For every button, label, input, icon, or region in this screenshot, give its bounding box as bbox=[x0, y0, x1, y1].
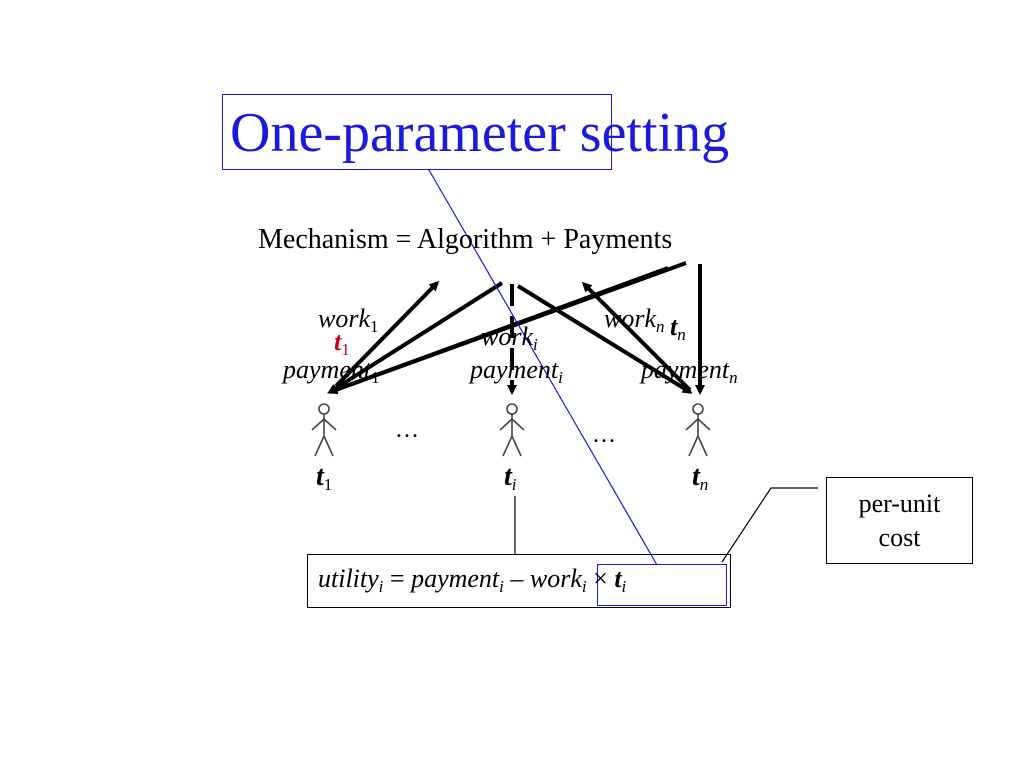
work-times-type-highlight-box bbox=[597, 564, 727, 606]
title-rest-word: setting bbox=[579, 102, 730, 164]
arrow-algorithm-to-agent-1 bbox=[327, 281, 504, 394]
mechanism-equation: Mechanism = Algorithm + Payments bbox=[258, 224, 673, 255]
slide-title: One-parameter setting bbox=[230, 98, 729, 168]
payment-label-n: paymentn bbox=[641, 355, 738, 387]
utility-formula: utilityi = paymenti – worki × ti bbox=[318, 564, 627, 596]
ellipsis-right: … bbox=[592, 422, 616, 448]
work-label-1: work1 bbox=[318, 304, 379, 336]
connector-callout bbox=[721, 487, 818, 563]
agent-i-person-icon bbox=[499, 403, 525, 457]
arrow-agent-1-to-payments bbox=[329, 261, 687, 394]
work-label-n: workn bbox=[604, 304, 665, 336]
title-boxed-word: One-parameter bbox=[230, 102, 566, 164]
agent-n-person-icon bbox=[685, 403, 711, 457]
blue-leader-line bbox=[428, 169, 658, 566]
per-unit-cost-callout: per-unit cost bbox=[826, 477, 973, 564]
callout-line-1: per-unit bbox=[858, 488, 941, 518]
arrow-algorithm-to-agent-n bbox=[516, 284, 693, 394]
utility-box bbox=[307, 554, 731, 608]
payment-label-i: paymenti bbox=[470, 355, 563, 387]
ellipsis-left: … bbox=[395, 417, 419, 443]
type-overlap-1: t1 bbox=[334, 327, 350, 359]
arrow-agent-n-report bbox=[581, 281, 692, 392]
type-label-i: ti bbox=[504, 461, 517, 494]
type-overlap-n: tn bbox=[670, 312, 686, 344]
work-label-i: worki bbox=[481, 322, 538, 354]
payment-label-1: payment1 bbox=[283, 355, 380, 387]
agent-1-person-icon bbox=[311, 403, 337, 457]
type-label-1: t1 bbox=[316, 461, 333, 494]
title-highlight-box bbox=[222, 94, 612, 170]
callout-line-2: cost bbox=[878, 522, 921, 552]
type-label-n: tn bbox=[692, 461, 709, 494]
arrow-agent-1-report bbox=[334, 280, 440, 388]
